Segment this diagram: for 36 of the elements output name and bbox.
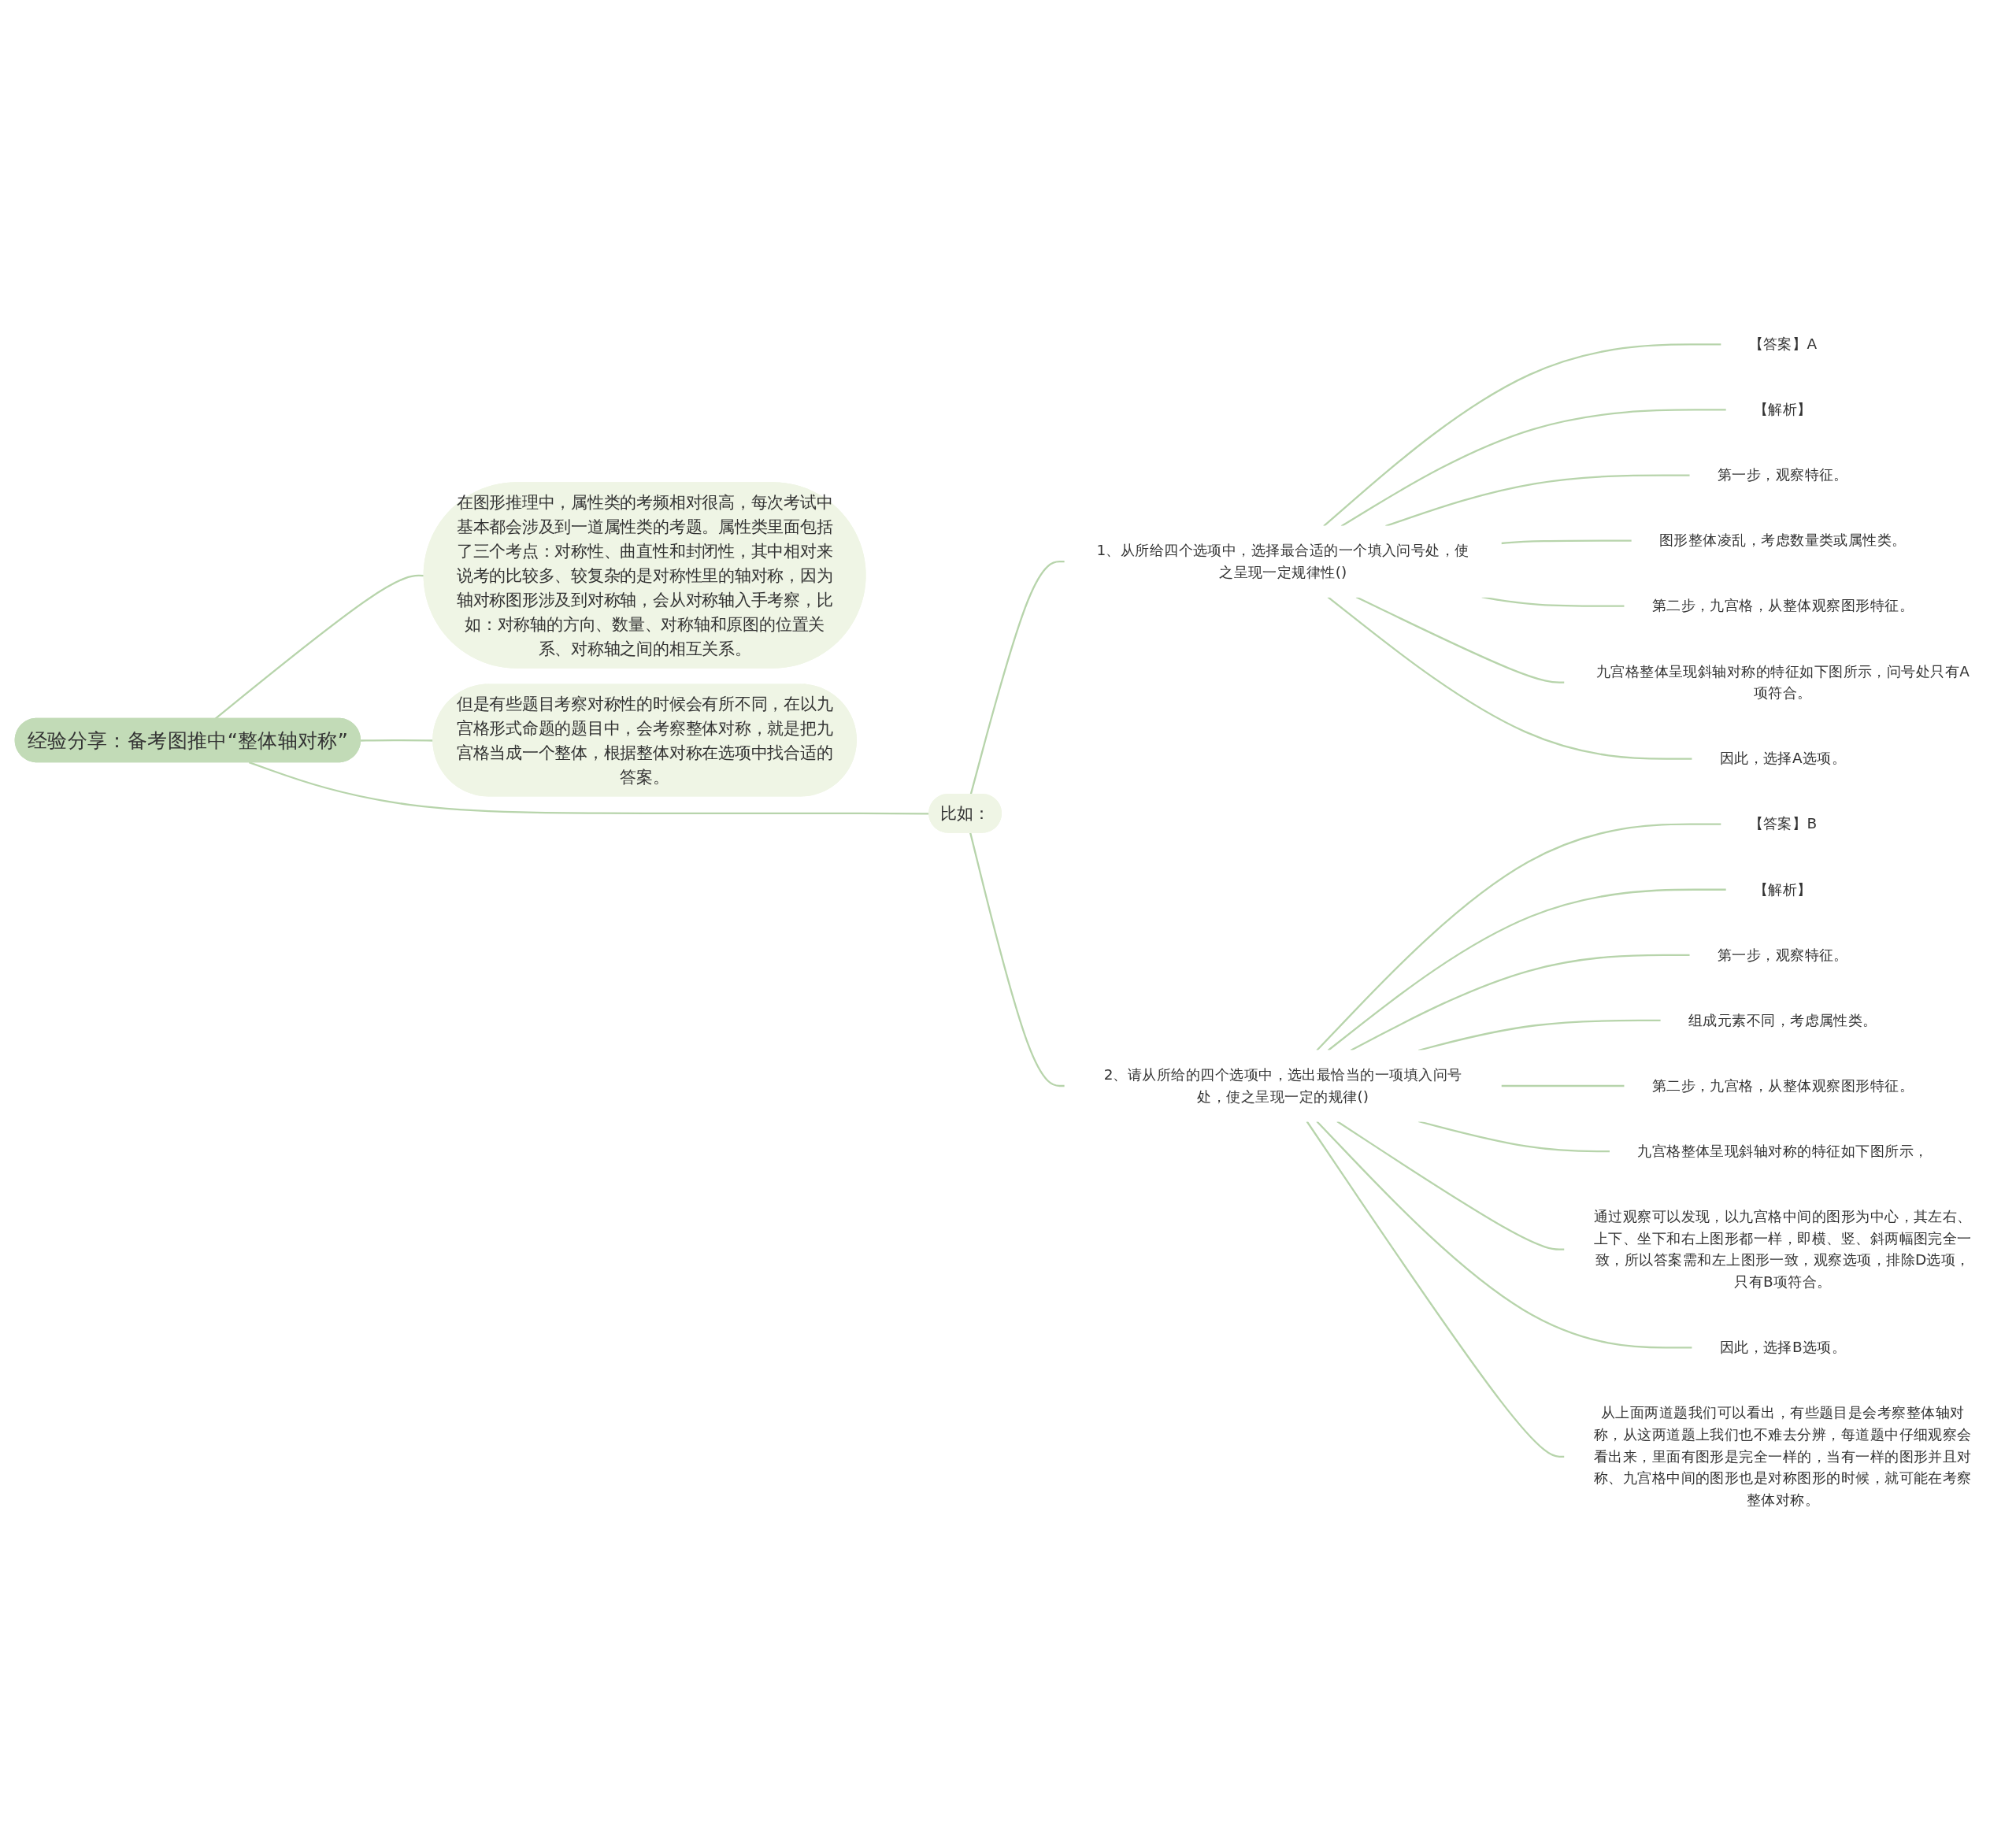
connector — [1340, 409, 1727, 528]
node-text: 第二步，九宫格，从整体观察图形特征。 — [1651, 1076, 1914, 1095]
connector — [1306, 1121, 1565, 1458]
node-text: 【解析】 — [1753, 401, 1812, 419]
node-text: 第一步，观察特征。 — [1717, 466, 1848, 484]
connector — [1323, 343, 1721, 528]
node-text: 第一步，观察特征。 — [1717, 946, 1848, 964]
node-text: 从上面两道题我们可以看出，有些题目是会考察整体轴对称，从这两道题上我们也不难去分辨，每道题中仔细观察会看出来，里面有图形是完全一样的，当有一样的图形并且对称、九宫格中间的图形也是对称图形的时候，就可能在考察整体对称。 — [1593, 1404, 1972, 1509]
node-text: 九宫格整体呈现斜轴对称的特征如下图所示， — [1637, 1142, 1929, 1160]
node-text: 图形整体凌乱，考虑数量类或属性类。 — [1658, 532, 1907, 550]
node-text: 【答案】A — [1748, 335, 1818, 353]
connector — [1316, 1121, 1692, 1349]
connector — [1327, 596, 1692, 760]
connector — [1327, 888, 1727, 1052]
node-text: 组成元素不同，考虑属性类。 — [1688, 1011, 1877, 1029]
node-text: 【解析】 — [1753, 880, 1812, 898]
node-text: 1、从所给四个选项中，选择最合适的一个填入问号处，使之呈现一定规律性() — [1096, 541, 1469, 581]
connector — [1501, 539, 1632, 545]
connector — [969, 832, 1065, 1087]
connector — [969, 561, 1065, 795]
node-text: 因此，选择B选项。 — [1719, 1338, 1846, 1356]
connector — [361, 739, 434, 742]
connector — [1336, 1121, 1565, 1251]
connector — [1316, 823, 1721, 1051]
node-text: 因此，选择A选项。 — [1719, 750, 1846, 768]
node-text: 2、请从所给的四个选项中，选出最恰当的一项填入问号处，使之呈现一定的规律() — [1103, 1065, 1462, 1106]
connector — [1501, 1085, 1625, 1087]
node-text: 第二步，九宫格，从整体观察图形特征。 — [1651, 597, 1914, 615]
connector — [1350, 954, 1691, 1052]
connector — [1385, 474, 1691, 528]
node-text: 通过观察可以发现，以九宫格中间的图形为中心，其左右、上下、坐下和右上图形都一样，即横、竖、斜两幅图完全一致，所以答案需和左上图形一致，观察选项，排除D选项，只有B项符合。 — [1593, 1207, 1972, 1291]
connector — [1355, 596, 1565, 684]
connector — [214, 575, 424, 720]
node-text: 【答案】B — [1748, 815, 1818, 833]
connector — [1418, 1019, 1662, 1052]
node-text: 九宫格整体呈现斜轴对称的特征如下图所示，问号处只有A项符合。 — [1595, 662, 1970, 702]
